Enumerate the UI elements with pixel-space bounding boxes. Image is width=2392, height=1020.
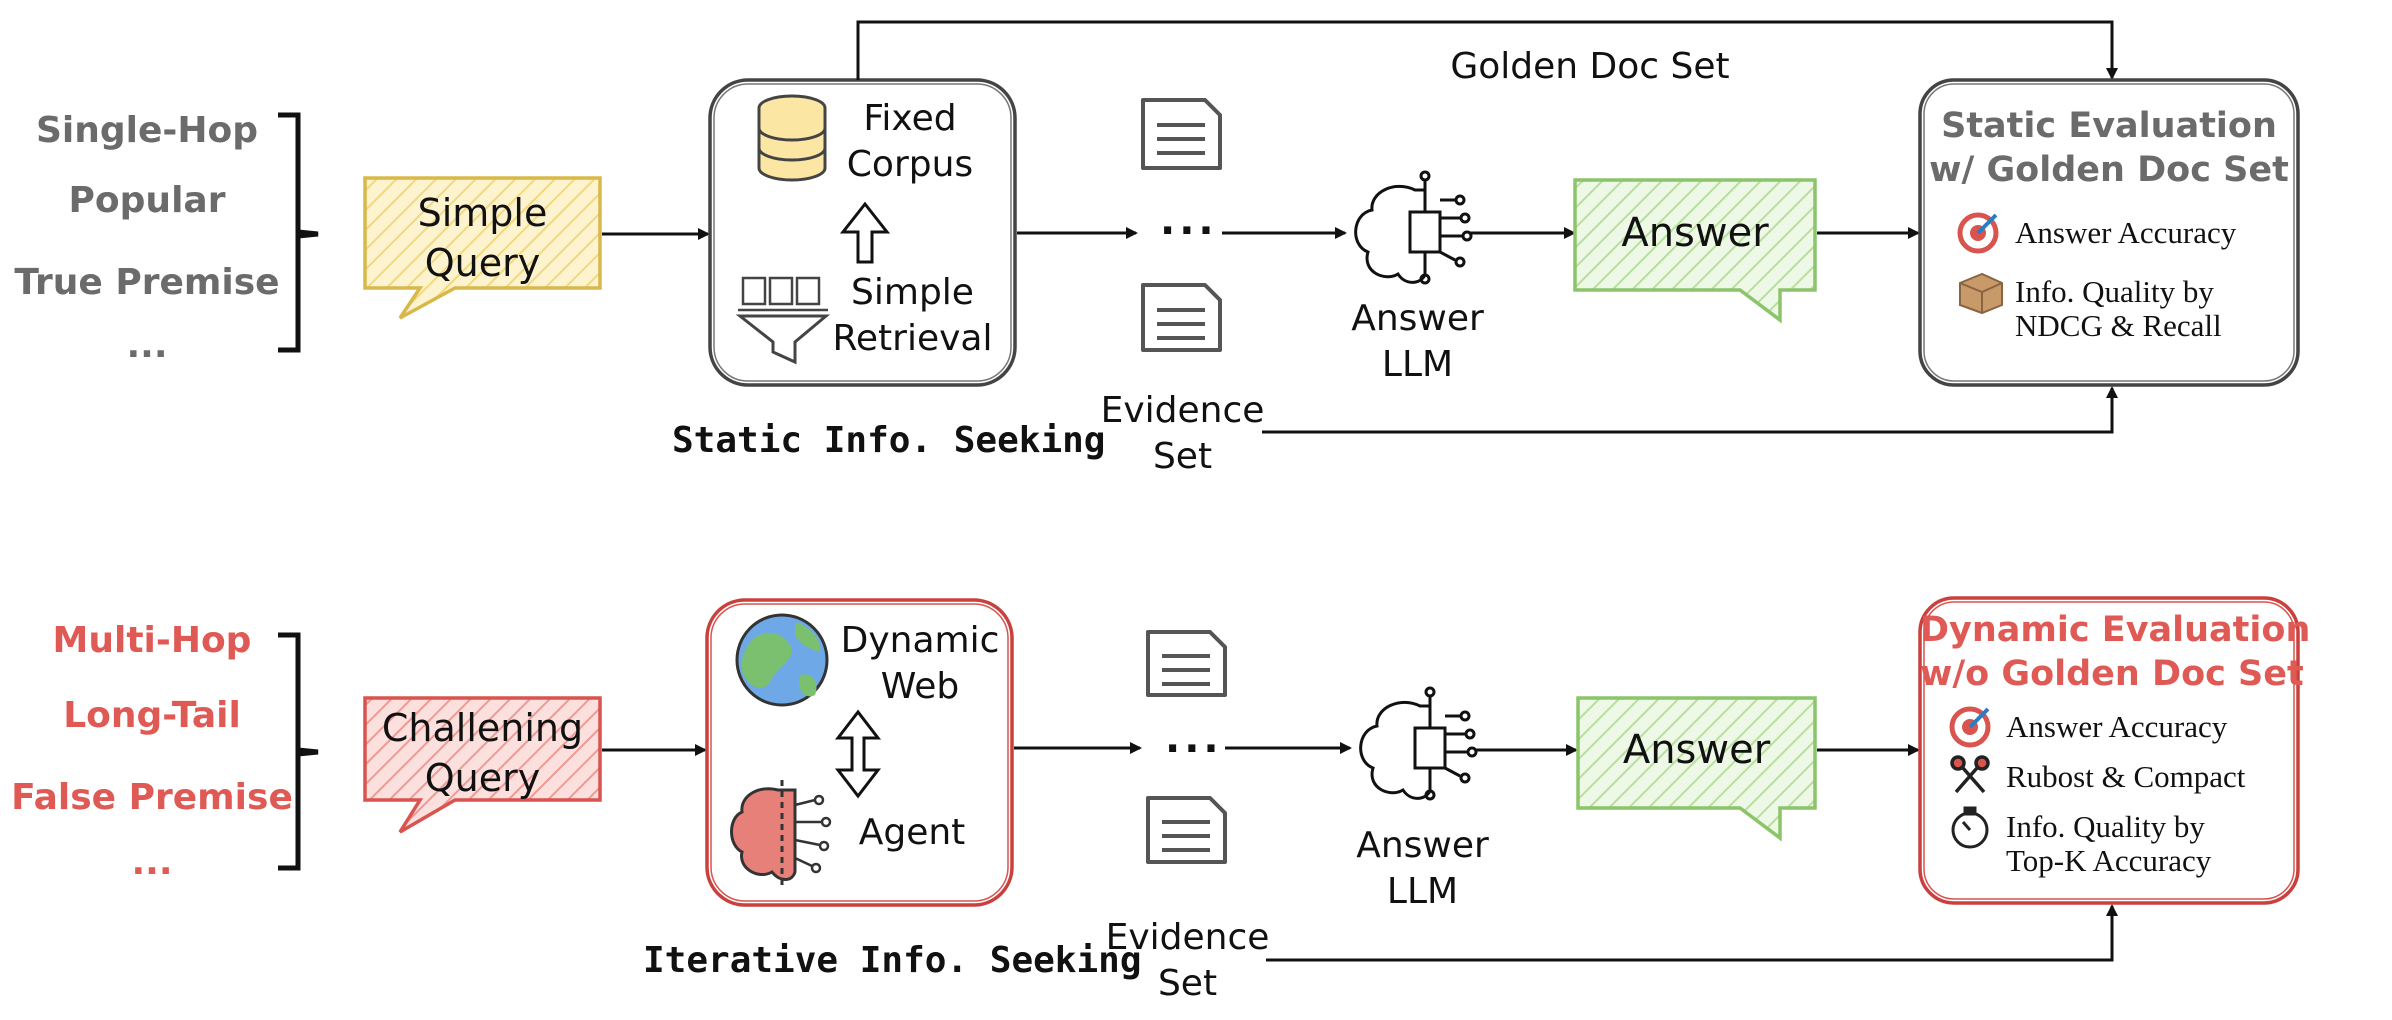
target-icon-2	[1949, 706, 1991, 748]
iterative-doc-icon-top	[1146, 630, 1227, 697]
category-popular: Popular	[68, 180, 226, 221]
static-doc-icon-bottom	[1141, 283, 1222, 352]
box-icon	[1959, 272, 2003, 315]
answer-llm-brain-icon	[1354, 170, 1473, 285]
static-answer-label: Answer	[1621, 210, 1769, 256]
retrieval-funnel-icon	[735, 276, 831, 365]
database-icon	[757, 94, 827, 182]
simple-retrieval-label: Simple Retrieval	[832, 272, 993, 359]
static-evaluation-box	[1918, 78, 2300, 387]
static-info-seeking-caption: Static Info. Seeking	[672, 420, 1106, 461]
globe-icon	[735, 613, 829, 707]
dynamic-evaluation-title: Dynamic Evaluation w/o Golden Doc Set	[1920, 610, 2311, 694]
double-arrow-icon	[834, 709, 882, 799]
static-eval-answer-accuracy: Answer Accuracy	[2015, 215, 2237, 250]
dynamic-eval-info-quality: Info. Quality by Top-K Accuracy	[2006, 809, 2212, 878]
simple-query-bubble	[363, 176, 602, 320]
scissors-icon	[1950, 755, 1990, 794]
dynamic-web-label: Dynamic Web	[840, 620, 1000, 707]
fixed-corpus-label: Fixed Corpus	[846, 98, 974, 185]
stopwatch-icon	[1951, 806, 1989, 849]
golden-doc-set-path	[856, 20, 2118, 80]
static-eval-info-quality: Info. Quality by NDCG & Recall	[2015, 274, 2222, 343]
iterative-answer-bubble	[1576, 696, 1817, 842]
static-bracket	[278, 112, 319, 353]
simple-query-label: Simple Query	[417, 191, 548, 285]
agent-label: Agent	[858, 812, 966, 853]
iterative-ellipsis: ...	[1165, 716, 1223, 762]
category-more-2: ...	[131, 842, 173, 883]
category-single-hop: Single-Hop	[36, 110, 258, 151]
dynamic-eval-robust-compact: Rubost & Compact	[2006, 759, 2246, 794]
iterative-evidence-path	[1266, 904, 2118, 962]
static-answer-bubble	[1573, 178, 1817, 324]
iterative-evidence-set-label: Evidence Set	[1105, 917, 1270, 1004]
iterative-answer-llm-label: Answer LLM	[1356, 825, 1489, 912]
target-icon	[1957, 212, 1999, 254]
static-evaluation-title: Static Evaluation w/ Golden Doc Set	[1929, 106, 2289, 190]
category-false-premise: False Premise	[11, 777, 293, 818]
category-multi-hop: Multi-Hop	[52, 620, 252, 661]
static-answer-llm-label: Answer LLM	[1351, 298, 1484, 385]
dynamic-evaluation-box	[1918, 596, 2300, 905]
iterative-info-seeking-caption: Iterative Info. Seeking	[643, 940, 1142, 981]
category-more: ...	[126, 325, 168, 366]
category-long-tail: Long-Tail	[63, 695, 241, 736]
agent-brain-icon	[730, 780, 832, 890]
up-arrow-icon	[839, 201, 891, 264]
iterative-doc-icon-bottom	[1146, 796, 1227, 864]
iterative-row	[278, 596, 2300, 962]
category-true-premise: True Premise	[14, 262, 280, 303]
static-evidence-set-label: Evidence Set	[1100, 390, 1265, 477]
static-row	[278, 20, 2300, 434]
answer-llm-brain-icon-2	[1359, 686, 1478, 801]
challenging-query-bubble	[363, 696, 602, 834]
static-ellipsis: ...	[1160, 198, 1218, 244]
static-doc-icon-top	[1141, 98, 1222, 170]
golden-doc-set-label: Golden Doc Set	[1450, 46, 1730, 87]
iterative-answer-label: Answer	[1622, 727, 1771, 773]
static-evidence-path	[1262, 386, 2118, 434]
iterative-bracket	[278, 632, 319, 871]
challenging-query-label: Challening Query	[381, 706, 584, 800]
dynamic-eval-answer-accuracy: Answer Accuracy	[2006, 709, 2228, 744]
